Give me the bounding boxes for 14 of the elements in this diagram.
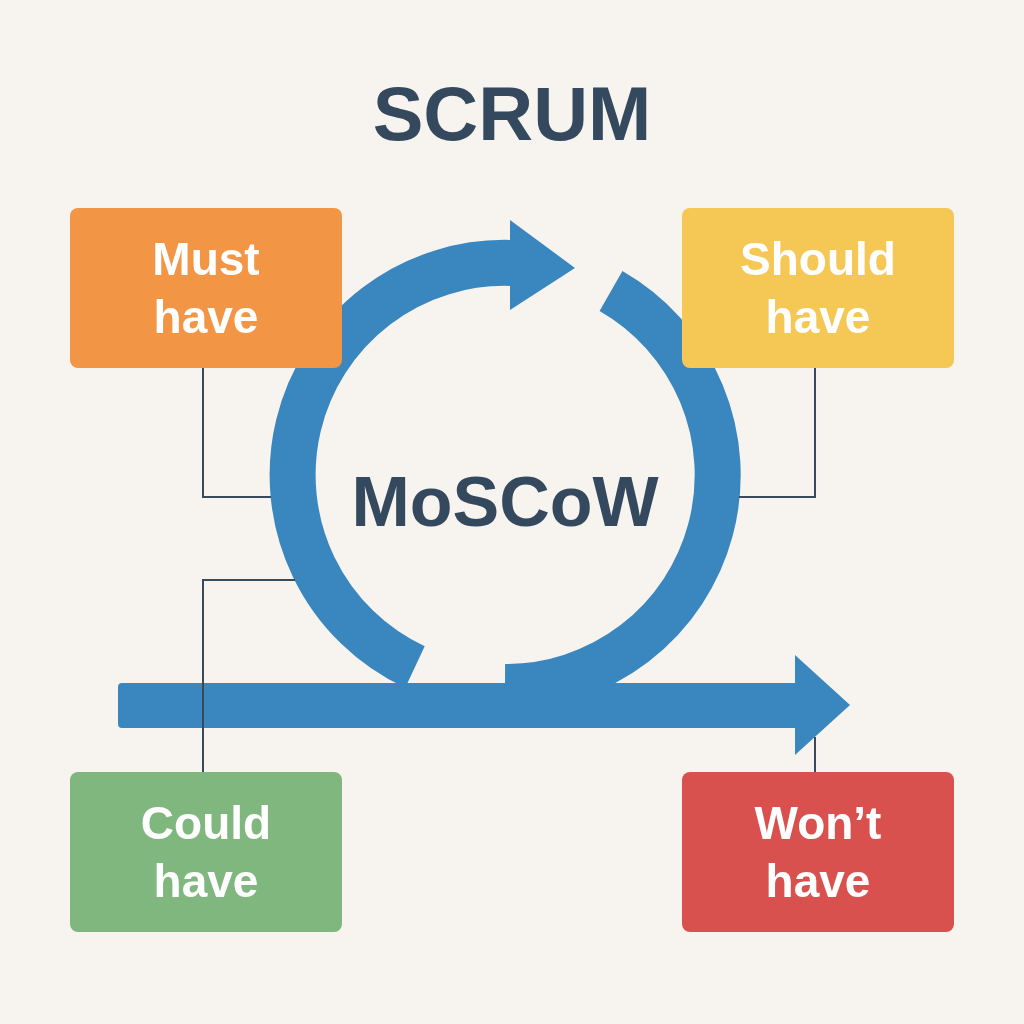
priority-box bbox=[682, 772, 954, 932]
priority-box bbox=[70, 208, 342, 368]
priority-label: Won’t have bbox=[753, 796, 883, 909]
priority-label: Could have bbox=[139, 796, 273, 909]
leader-line bbox=[202, 579, 296, 773]
priority-label: Must have bbox=[151, 232, 261, 345]
leader-line bbox=[738, 367, 816, 498]
center-label: MoSCoW bbox=[351, 463, 659, 541]
priority-label: Should have bbox=[739, 232, 897, 345]
priority-box bbox=[682, 208, 954, 368]
priority-box bbox=[70, 772, 342, 932]
leader-line bbox=[202, 367, 272, 498]
title: SCRUM bbox=[372, 71, 652, 156]
leader-line bbox=[814, 736, 816, 773]
